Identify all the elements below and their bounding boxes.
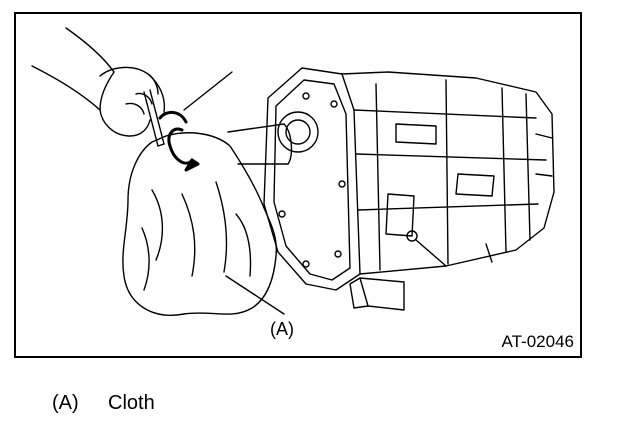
hand-drawing xyxy=(99,66,166,137)
figure-frame: (A) AT-02046 xyxy=(14,12,582,358)
legend-key: (A) xyxy=(52,392,79,414)
figure-code: AT-02046 xyxy=(501,332,574,351)
legend: (A) Cloth xyxy=(52,391,155,415)
flange-drawing xyxy=(263,67,361,291)
rotation-arrow xyxy=(158,111,200,172)
cloth-drawing xyxy=(122,132,278,316)
legend-item: (A) Cloth xyxy=(52,391,155,415)
tool-drawing xyxy=(143,89,165,147)
arm-drawing xyxy=(31,27,115,111)
transmission-illustration xyxy=(31,27,555,316)
cloth-callout-label: (A) xyxy=(270,319,294,339)
transmission-case xyxy=(341,71,555,275)
top-leader-line xyxy=(183,71,233,111)
cloth-leader-line xyxy=(225,275,285,315)
support-block xyxy=(349,277,405,311)
output-shaft xyxy=(227,123,293,165)
legend-text: Cloth xyxy=(108,392,155,414)
